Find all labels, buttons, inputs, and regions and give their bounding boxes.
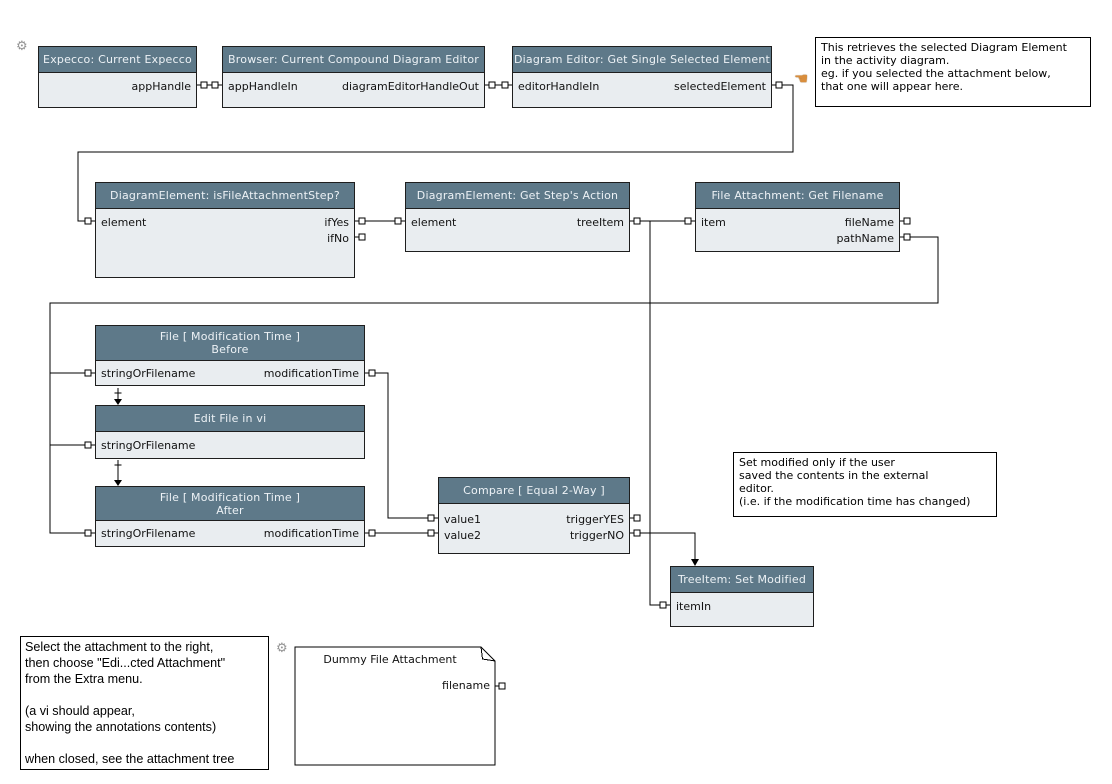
port-row: item fileName bbox=[696, 214, 899, 230]
port-row: value1 triggerYES bbox=[439, 511, 629, 527]
port-filename-out[interactable] bbox=[498, 682, 506, 690]
attachment-title: Dummy File Attachment bbox=[323, 653, 457, 666]
step-file-mtime-before[interactable]: File [ Modification Time ]Before stringO… bbox=[95, 325, 365, 386]
port-stringOrFilename-edit-in[interactable] bbox=[84, 441, 92, 449]
step-get-steps-action[interactable]: DiagramElement: Get Step's Action elemen… bbox=[405, 182, 630, 252]
port-modificationTime-after-out[interactable] bbox=[368, 529, 376, 537]
annotation-set-modified[interactable]: Set modified only if the user saved the … bbox=[733, 452, 997, 517]
port-value2-in[interactable] bbox=[427, 529, 435, 537]
port-appHandleIn-in[interactable] bbox=[211, 81, 219, 89]
step-expecco-current[interactable]: Expecco: Current Expecco appHandle bbox=[38, 46, 197, 108]
port-treeItem-out[interactable] bbox=[633, 217, 641, 225]
wire-mtimeBefore-to-value1[interactable] bbox=[365, 372, 438, 519]
step-title: Diagram Editor: Get Single Selected Elem… bbox=[513, 47, 771, 73]
port-label-stringOrFilename: stringOrFilename bbox=[101, 366, 196, 380]
step-title: File Attachment: Get Filename bbox=[696, 183, 899, 209]
step-title: Browser: Current Compound Diagram Editor bbox=[223, 47, 484, 73]
step-title: Expecco: Current Expecco bbox=[39, 47, 196, 73]
step-title: TreeItem: Set Modified bbox=[671, 567, 813, 593]
step-edit-file-in-vi[interactable]: Edit File in vi stringOrFilename bbox=[95, 405, 365, 459]
port-row: stringOrFilename bbox=[96, 437, 364, 453]
port-appHandle-out[interactable] bbox=[200, 81, 208, 89]
wire-arrowhead bbox=[691, 559, 699, 566]
gear-icon: ⚙ bbox=[16, 39, 28, 54]
port-triggerNO-out[interactable] bbox=[633, 529, 641, 537]
step-title: File [ Modification Time ]After bbox=[96, 487, 364, 521]
port-ifNo-out[interactable] bbox=[358, 233, 366, 241]
port-stringOrFilename-after-in[interactable] bbox=[84, 529, 92, 537]
port-row: element ifYes bbox=[96, 214, 354, 230]
port-row: stringOrFilename modificationTime bbox=[96, 525, 364, 541]
port-stringOrFilename-before-in[interactable] bbox=[84, 369, 92, 377]
port-pathName-out[interactable] bbox=[903, 233, 911, 241]
step-title: Compare [ Equal 2-Way ] bbox=[439, 478, 629, 504]
step-title: DiagramElement: isFileAttachmentStep? bbox=[96, 183, 354, 209]
port-value1-in[interactable] bbox=[427, 514, 435, 522]
port-row: element treeItem bbox=[406, 214, 629, 230]
port-label-element: element bbox=[411, 215, 457, 229]
port-label-value2: value2 bbox=[444, 528, 482, 542]
port-label-treeItem: treeItem bbox=[576, 215, 624, 229]
port-label-stringOrFilename: stringOrFilename bbox=[101, 438, 196, 452]
port-element-in[interactable] bbox=[84, 217, 92, 225]
port-label-diagramEditorHandleOut: diagramEditorHandleOut bbox=[341, 79, 479, 93]
port-label-modificationTime: modificationTime bbox=[263, 366, 359, 380]
step-title: File [ Modification Time ]Before bbox=[96, 326, 364, 361]
step-title: Edit File in vi bbox=[96, 406, 364, 432]
port-row: pathName bbox=[696, 230, 899, 246]
port-label-triggerYES: triggerYES bbox=[566, 512, 624, 526]
annotation-selected-element[interactable]: This retrieves the selected Diagram Elem… bbox=[815, 37, 1091, 107]
port-row: stringOrFilename modificationTime bbox=[96, 365, 364, 381]
hand-pointer-icon: ☚ bbox=[794, 69, 809, 88]
port-label-ifYes: ifYes bbox=[324, 215, 349, 229]
annotation-instructions[interactable]: Select the attachment to the right, then… bbox=[20, 636, 269, 770]
port-diagramEditorHandleOut-out[interactable] bbox=[488, 81, 496, 89]
wire-triggerNO-to-setModified[interactable] bbox=[630, 532, 696, 564]
port-triggerYES-out[interactable] bbox=[633, 514, 641, 522]
port-row: value2 triggerNO bbox=[439, 527, 629, 543]
port-label-selectedElement: selectedElement bbox=[674, 79, 766, 93]
step-treeitem-set-modified[interactable]: TreeItem: Set Modified itemIn bbox=[670, 566, 814, 627]
port-element2-in[interactable] bbox=[394, 217, 402, 225]
port-label-appHandle: appHandle bbox=[131, 79, 192, 93]
port-modificationTime-before-out[interactable] bbox=[368, 369, 376, 377]
port-itemIn-in[interactable] bbox=[659, 601, 667, 609]
port-label-item: item bbox=[701, 215, 726, 229]
port-label-fileName: fileName bbox=[844, 215, 894, 229]
port-row: itemIn bbox=[671, 598, 813, 614]
step-file-mtime-after[interactable]: File [ Modification Time ]After stringOr… bbox=[95, 486, 365, 547]
step-is-file-attachment[interactable]: DiagramElement: isFileAttachmentStep? el… bbox=[95, 182, 355, 278]
step-title: DiagramElement: Get Step's Action bbox=[406, 183, 629, 209]
port-editorHandleIn-in[interactable] bbox=[501, 81, 509, 89]
port-label-element: element bbox=[101, 215, 147, 229]
port-label-modificationTime: modificationTime bbox=[263, 526, 359, 540]
port-selectedElement-out[interactable] bbox=[775, 81, 783, 89]
port-item-in[interactable] bbox=[684, 217, 692, 225]
port-fileName-out[interactable] bbox=[903, 217, 911, 225]
port-row: appHandleIn diagramEditorHandleOut bbox=[223, 78, 484, 94]
port-label-ifNo: ifNo bbox=[327, 231, 349, 245]
port-label-editorHandleIn: editorHandleIn bbox=[518, 79, 600, 93]
port-label-value1: value1 bbox=[444, 512, 482, 526]
port-label-pathName: pathName bbox=[836, 231, 894, 245]
port-label-triggerNO: triggerNO bbox=[569, 528, 624, 542]
gear-icon: ⚙ bbox=[276, 641, 288, 656]
step-get-selected-element[interactable]: Diagram Editor: Get Single Selected Elem… bbox=[512, 46, 772, 108]
step-compare-equal[interactable]: Compare [ Equal 2-Way ] value1 triggerYES… bbox=[438, 477, 630, 554]
port-label-itemIn: itemIn bbox=[676, 599, 712, 613]
port-row: editorHandleIn selectedElement bbox=[513, 78, 771, 94]
wire-treeItem-to-itemIn[interactable] bbox=[649, 221, 670, 606]
port-ifYes-out[interactable] bbox=[358, 217, 366, 225]
step-browser-editor[interactable]: Browser: Current Compound Diagram Editor… bbox=[222, 46, 485, 108]
port-row: appHandle bbox=[39, 78, 196, 94]
port-row: ifNo bbox=[96, 230, 354, 246]
port-label-filename: filename bbox=[442, 679, 490, 692]
port-label-stringOrFilename: stringOrFilename bbox=[101, 526, 196, 540]
step-get-filename[interactable]: File Attachment: Get Filename item fileNa… bbox=[695, 182, 900, 252]
port-label-appHandleIn: appHandleIn bbox=[228, 79, 298, 93]
